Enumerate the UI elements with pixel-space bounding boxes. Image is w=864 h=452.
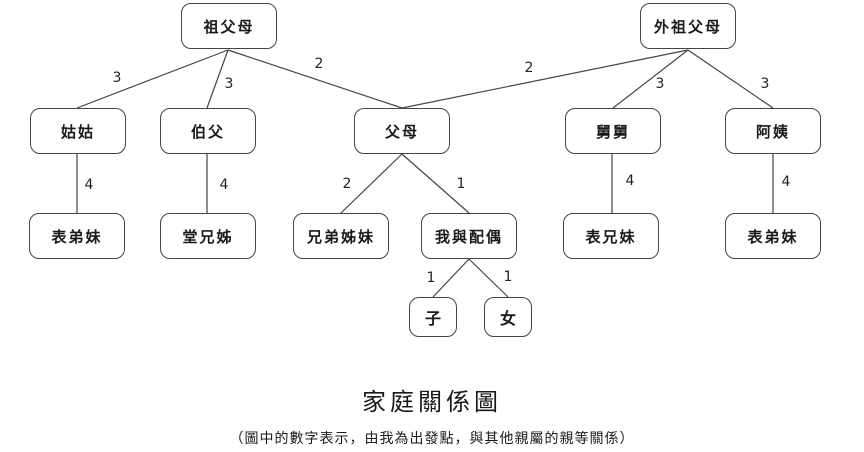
node-parents: 父母 (354, 108, 450, 154)
edge-label-paternal-uncle-to-cousins-uncle-side: 4 (219, 177, 229, 193)
edge-label-maternal-grandparents-to-parents: 2 (524, 60, 534, 76)
edge-label-grandparents-to-paternal-aunt: 3 (112, 70, 122, 86)
node-siblings: 兄弟姊妹 (293, 213, 389, 259)
edge-label-self-and-spouse-to-daughter: 1 (503, 269, 513, 285)
edge-grandparents-to-paternal-uncle (206, 49, 229, 109)
node-daughter: 女 (484, 297, 532, 337)
node-maternal-aunt: 阿姨 (725, 108, 821, 154)
node-cousins-maternal-aunt-side: 表弟妹 (725, 213, 821, 259)
node-grandparents: 祖父母 (181, 3, 277, 49)
edge-maternal-grandparents-to-parents (401, 49, 689, 109)
edge-label-paternal-aunt-to-cousins-aunt-side: 4 (84, 177, 94, 193)
node-paternal-aunt: 姑姑 (30, 108, 126, 154)
edge-label-maternal-uncle-to-cousins-maternal-uncle-side: 4 (625, 173, 635, 189)
edge-label-self-and-spouse-to-son: 1 (426, 270, 436, 286)
edge-self-and-spouse-to-daughter (468, 258, 509, 298)
node-cousins-aunt-side: 表弟妹 (29, 213, 125, 259)
node-cousins-uncle-side: 堂兄姊 (160, 213, 256, 259)
edge-self-and-spouse-to-son (432, 258, 470, 298)
edge-label-maternal-grandparents-to-maternal-uncle: 3 (655, 76, 665, 92)
edge-label-maternal-aunt-to-cousins-maternal-aunt-side: 4 (781, 174, 791, 190)
edge-parents-to-siblings (340, 153, 403, 214)
edge-label-maternal-grandparents-to-maternal-aunt: 3 (760, 76, 770, 92)
node-self-and-spouse: 我與配偶 (421, 213, 517, 259)
edge-maternal-grandparents-to-maternal-uncle (612, 49, 689, 109)
node-maternal-grandparents: 外祖父母 (640, 3, 736, 49)
edge-maternal-grandparents-to-maternal-aunt (687, 49, 774, 109)
node-paternal-uncle: 伯父 (160, 108, 256, 154)
edge-label-parents-to-self-and-spouse: 1 (456, 176, 466, 192)
edge-label-grandparents-to-paternal-uncle: 3 (224, 76, 234, 92)
diagram-subtitle: （圖中的數字表示，由我為出發點，與其他親屬的親等關係） (229, 431, 635, 447)
edge-parents-to-self-and-spouse (401, 153, 470, 214)
diagram-title: 家庭關係圖 (362, 388, 502, 416)
edge-label-parents-to-siblings: 2 (342, 176, 352, 192)
edge-grandparents-to-parents (227, 49, 403, 109)
node-maternal-uncle: 舅舅 (565, 108, 661, 154)
edge-grandparents-to-paternal-aunt (76, 49, 229, 109)
node-son: 子 (409, 297, 457, 337)
edge-label-grandparents-to-parents: 2 (314, 56, 324, 72)
node-cousins-maternal-uncle-side: 表兄妹 (563, 213, 659, 259)
